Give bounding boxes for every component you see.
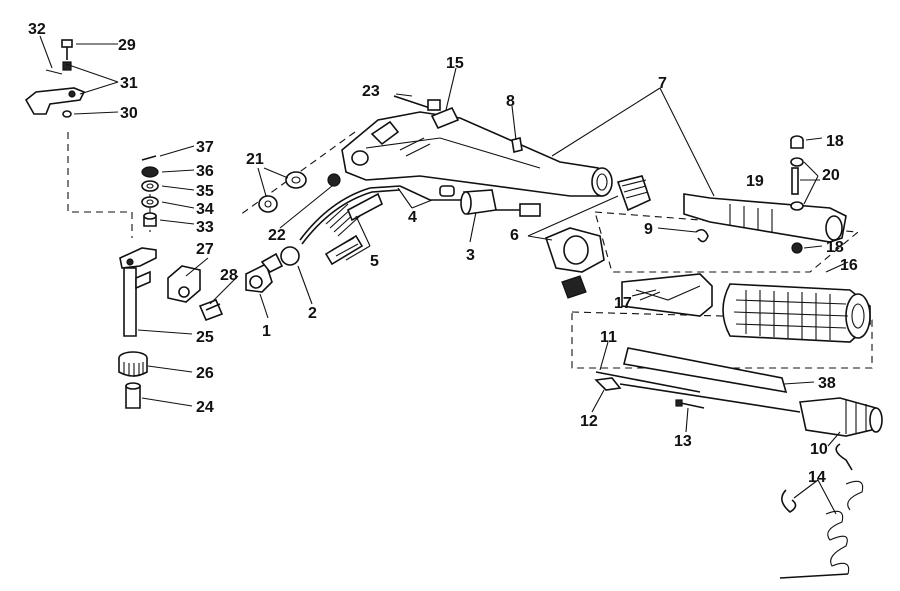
part-1-ball-joint [245, 252, 284, 293]
part-7-tiller-housing [341, 111, 613, 197]
label-15: 15 [446, 55, 464, 72]
label-30: 30 [120, 105, 138, 122]
part-18-nut-lower [791, 242, 803, 254]
label-37: 37 [196, 139, 214, 156]
label-12: 12 [580, 413, 598, 430]
label-19: 19 [746, 173, 764, 190]
label-9: 9 [644, 221, 653, 238]
part-26-gear [118, 351, 148, 377]
leader-lines [39, 35, 849, 515]
part-35-washer [141, 180, 159, 192]
label-5: 5 [370, 253, 379, 270]
part-24-bushing [125, 382, 141, 409]
part-20-bushing [790, 157, 804, 211]
label-2: 2 [308, 305, 317, 322]
part-38-sleeve [623, 347, 788, 394]
part-37-pin [141, 155, 157, 161]
part-31-throttle-plate [24, 87, 86, 115]
label-29: 29 [118, 37, 136, 54]
label-1: 1 [262, 323, 271, 340]
part-2-ball [280, 246, 300, 266]
label-16: 16 [840, 257, 858, 274]
callout-labels: 32 29 31 30 37 36 35 34 33 27 25 26 24 2… [28, 21, 858, 486]
label-17: 17 [614, 295, 632, 312]
part-29-screw [61, 39, 73, 71]
label-3: 3 [466, 247, 475, 264]
part-6-friction-parts [545, 175, 651, 299]
label-31: 31 [120, 75, 138, 92]
part-28-screw [198, 298, 224, 322]
label-34: 34 [196, 201, 214, 218]
part-27-clamp [167, 265, 201, 303]
label-18-top: 18 [826, 133, 844, 150]
label-24: 24 [196, 399, 214, 416]
label-10: 10 [810, 441, 828, 458]
part-30-washer [62, 110, 72, 118]
part-10-stop-switch [799, 397, 883, 437]
label-36: 36 [196, 163, 214, 180]
part-33-bushing [143, 212, 157, 227]
label-38: 38 [818, 375, 836, 392]
part-17-grip-insert [621, 273, 713, 317]
part-3-cable-housing [460, 189, 497, 215]
label-26: 26 [196, 365, 214, 382]
part-18-pin-upper [790, 135, 804, 149]
label-11: 11 [600, 329, 617, 346]
label-32: 32 [28, 21, 46, 38]
label-6: 6 [510, 227, 519, 244]
part-21-washer [258, 171, 307, 213]
label-18-bottom: 18 [826, 239, 844, 256]
part-15-nut-plate [430, 106, 460, 130]
label-35: 35 [196, 183, 214, 200]
part-9-spring [695, 228, 709, 243]
label-25: 25 [196, 329, 214, 346]
part-13-terminal [675, 399, 705, 409]
label-33: 33 [196, 219, 214, 236]
label-28: 28 [220, 267, 238, 284]
part-16-handle-grip [722, 283, 871, 343]
part-34-washer [141, 196, 159, 208]
label-13: 13 [674, 433, 692, 450]
part-11-wire [595, 371, 701, 393]
part-5-springs [324, 192, 384, 266]
label-23: 23 [362, 83, 380, 100]
part-4-throttle-cable [299, 185, 541, 245]
part-7-throttle-shaft [683, 193, 847, 243]
part-22-nut [327, 173, 341, 187]
label-27: 27 [196, 241, 214, 258]
part-32-spring [45, 69, 63, 75]
label-4: 4 [408, 209, 417, 226]
part-23-bolt [393, 95, 441, 111]
part-14-lanyard [779, 443, 864, 579]
label-20: 20 [822, 167, 840, 184]
label-8: 8 [506, 93, 515, 110]
part-12-switch-lead [594, 377, 801, 413]
label-14: 14 [808, 469, 826, 486]
label-21: 21 [246, 151, 264, 168]
part-36-nut [141, 166, 159, 178]
part-19-pin [791, 167, 799, 195]
part-8-pin [511, 137, 523, 153]
label-7: 7 [658, 75, 667, 92]
label-22: 22 [268, 227, 286, 244]
part-25-throttle-shaft-arm [119, 247, 157, 337]
